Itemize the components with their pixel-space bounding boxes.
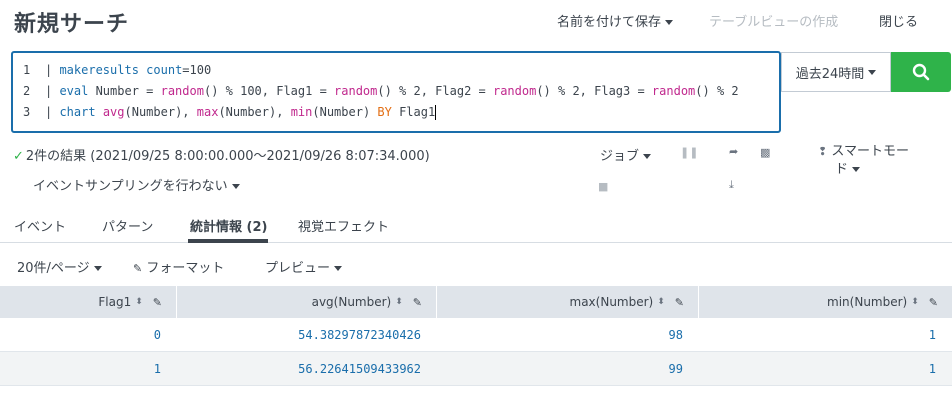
active-tab-indicator xyxy=(188,239,268,243)
search-mode-menu[interactable]: ❢ スマートモー ド xyxy=(818,143,909,179)
chevron-down-icon xyxy=(334,266,343,271)
sort-icon: ⬍ xyxy=(135,297,143,307)
tab-statistics[interactable]: 統計情報 (2) xyxy=(190,220,268,235)
column-header-label: Flag1 xyxy=(98,295,132,309)
preview-label: プレビュー xyxy=(265,261,331,276)
column-header[interactable]: avg(Number)⬍ ✎ xyxy=(177,286,437,318)
sort-icon: ⬍ xyxy=(395,297,403,307)
lightbulb-icon: ❢ xyxy=(818,145,828,158)
check-icon: ✓ xyxy=(13,149,24,164)
sort-icon: ⬍ xyxy=(911,297,919,307)
table-cell[interactable]: 1 xyxy=(928,327,936,342)
search-mode-label-1: スマートモー xyxy=(831,144,909,159)
column-header[interactable]: max(Number)⬍ ✎ xyxy=(437,286,699,318)
table-cell[interactable]: 98 xyxy=(668,327,683,342)
column-header-label: avg(Number) xyxy=(311,295,392,309)
line-number-gutter: 1 2 3 xyxy=(13,53,43,131)
edit-column-icon[interactable]: ✎ xyxy=(412,295,422,309)
share-icon[interactable]: ➦ xyxy=(729,145,739,158)
stop-icon[interactable]: ■ xyxy=(598,180,609,193)
row-divider xyxy=(0,385,952,386)
table-header: Flag1⬍✎ avg(Number)⬍✎ max(Number)⬍✎ min(… xyxy=(0,286,952,318)
pause-icon[interactable]: ❚❚ xyxy=(680,146,699,159)
edit-column-icon[interactable]: ✎ xyxy=(152,295,162,309)
table-cell[interactable]: 0 xyxy=(153,327,161,342)
per-page-menu[interactable]: 20件/ページ xyxy=(17,257,102,276)
chevron-down-icon xyxy=(231,184,240,189)
job-menu-button[interactable]: ジョブ xyxy=(600,145,652,164)
event-sampling-label: イベントサンプリングを行わない xyxy=(33,179,228,194)
tab-patterns[interactable]: パターン xyxy=(102,220,154,235)
column-header-label: min(Number) xyxy=(827,295,908,309)
search-button[interactable] xyxy=(891,52,951,92)
table-cell[interactable]: 99 xyxy=(668,361,683,376)
result-summary: ✓2件の結果 (2021/09/25 8:00:00.000〜2021/09/2… xyxy=(13,145,430,164)
event-sampling-menu[interactable]: イベントサンプリングを行わない xyxy=(33,175,240,194)
export-icon[interactable]: ⤓ xyxy=(729,178,734,191)
chevron-down-icon xyxy=(643,154,652,159)
query-line-1[interactable]: | makeresults count=100 xyxy=(45,63,212,77)
time-range-label: 過去24時間 xyxy=(795,66,865,82)
preview-menu[interactable]: プレビュー xyxy=(265,257,343,276)
search-mode-label-2: ド xyxy=(835,162,849,177)
chevron-down-icon xyxy=(93,266,102,271)
format-button[interactable]: ✎ フォーマット xyxy=(133,257,224,276)
line-number: 2 xyxy=(23,84,31,98)
line-number: 1 xyxy=(23,63,31,77)
save-as-button[interactable]: 名前を付けて保存 xyxy=(557,11,674,30)
query-line-2[interactable]: | eval Number = random() % 100, Flag1 = … xyxy=(45,84,739,98)
query-line-3[interactable]: | chart avg(Number), max(Number), min(Nu… xyxy=(45,105,437,120)
tab-visualization[interactable]: 視覚エフェクト xyxy=(298,220,390,235)
table-cell[interactable]: 56.22641509433962 xyxy=(298,361,421,376)
chevron-down-icon xyxy=(665,20,674,25)
table-cell[interactable]: 54.38297872340426 xyxy=(298,327,421,342)
table-cell[interactable]: 1 xyxy=(928,361,936,376)
column-header[interactable]: min(Number)⬍ ✎ xyxy=(699,286,952,318)
row-divider xyxy=(0,351,952,352)
edit-column-icon[interactable]: ✎ xyxy=(928,295,938,309)
save-as-label: 名前を付けて保存 xyxy=(557,15,662,30)
pencil-icon: ✎ xyxy=(133,262,143,275)
search-query-editor[interactable]: 1 2 3 | makeresults count=100 | eval Num… xyxy=(11,51,781,133)
results-tab-bar: イベント パターン 統計情報 (2) 視覚エフェクト xyxy=(0,208,952,243)
job-label: ジョブ xyxy=(600,149,640,164)
table-row: 1 56.22641509433962 99 1 xyxy=(0,352,952,385)
column-header-label: max(Number) xyxy=(569,295,654,309)
column-header[interactable]: Flag1⬍ ✎ xyxy=(0,286,177,318)
chevron-down-icon xyxy=(868,69,877,75)
chevron-down-icon xyxy=(852,167,861,172)
time-range-picker[interactable]: 過去24時間 xyxy=(781,52,891,92)
table-row: 0 54.38297872340426 98 1 xyxy=(0,318,952,351)
create-table-view-button[interactable]: テーブルビューの作成 xyxy=(709,15,839,30)
format-label: フォーマット xyxy=(146,261,225,276)
print-icon[interactable]: ▩ xyxy=(760,146,771,159)
search-icon xyxy=(912,63,930,81)
per-page-label: 20件/ページ xyxy=(17,261,90,276)
edit-column-icon[interactable]: ✎ xyxy=(674,295,684,309)
result-count-text: 2件の結果 (2021/09/25 8:00:00.000〜2021/09/26… xyxy=(25,149,430,164)
close-button[interactable]: 閉じる xyxy=(879,15,919,30)
sort-icon: ⬍ xyxy=(657,297,665,307)
tab-events[interactable]: イベント xyxy=(14,220,67,235)
text-cursor xyxy=(435,105,437,120)
table-cell[interactable]: 1 xyxy=(153,361,161,376)
line-number: 3 xyxy=(23,105,31,119)
page-title: 新規サーチ xyxy=(14,12,130,37)
